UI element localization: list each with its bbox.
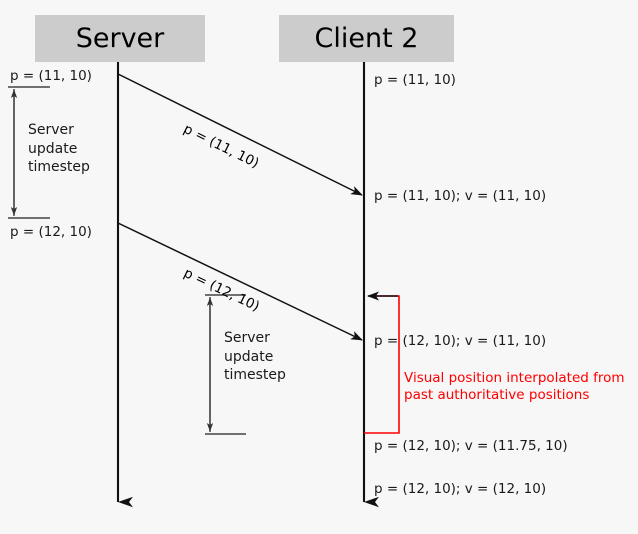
timestep-bracket-2-label: Server update timestep [224,330,286,384]
lifeline-title-client2: Client 2 [314,23,419,54]
client-note-3: p = (12, 10); v = (11, 10) [374,333,547,349]
server-note-1: p = (11, 10) [10,68,92,84]
client-note-1: p = (11, 10) [374,72,456,88]
client-note-4-velocity-accent: v = (11.75, 10) [464,438,568,454]
lifeline-header-client2: Client 2 [279,15,454,62]
client-note-4: p = (12, 10); v = (11.75, 10) [374,438,568,454]
timestep-bracket-1-label: Server update timestep [28,122,90,176]
message-arrow-1 [117,73,363,196]
timestep-bracket-1 [8,86,50,219]
lifeline-header-server: Server [35,15,205,62]
client-note-4-position: p = (12, 10); [374,438,465,454]
interpolation-annotation-text: Visual position interpolated from past a… [404,370,625,404]
client-note-5: p = (12, 10); v = (12, 10) [374,481,547,497]
message-arrow-2 [117,222,363,341]
interpolation-bracket [364,291,400,434]
lifeline-title-server: Server [75,23,165,54]
timestep-bracket-2 [205,294,246,435]
client-note-2: p = (11, 10); v = (11, 10) [374,188,547,204]
server-note-2: p = (12, 10) [10,224,92,240]
